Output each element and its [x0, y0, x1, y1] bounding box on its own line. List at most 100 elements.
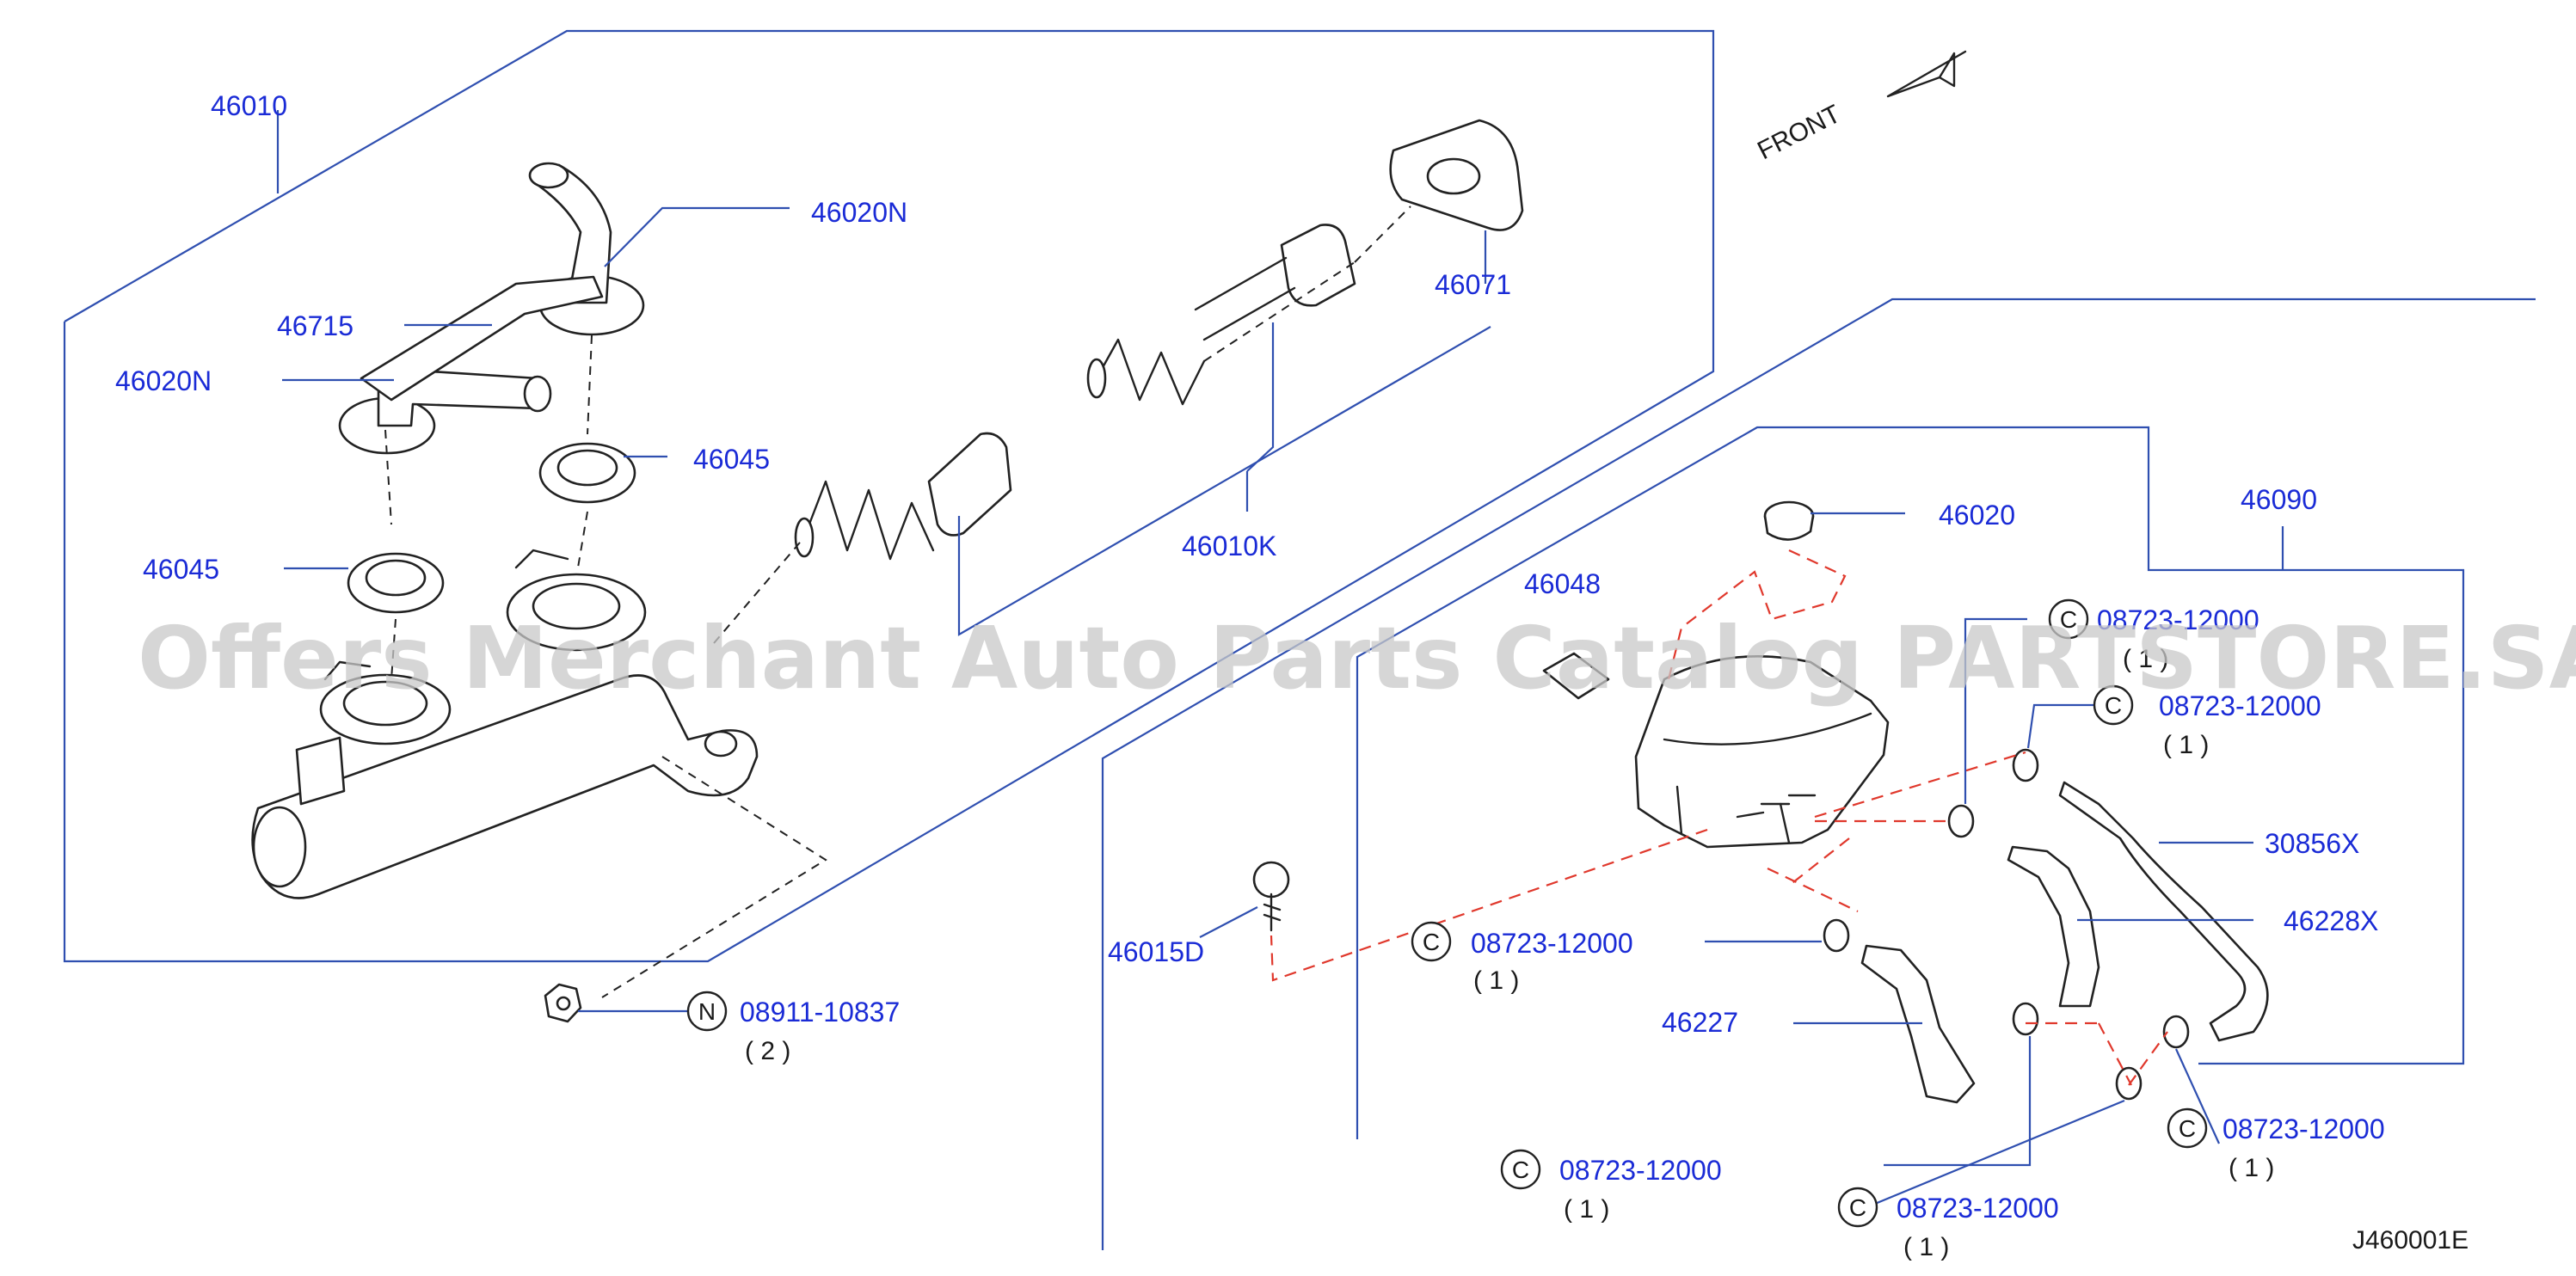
- qty-c6: ( 1 ): [1903, 1233, 1949, 1261]
- clamp-2: [1947, 804, 1975, 838]
- hose-30856x: [2058, 781, 2269, 1042]
- marker-n: [686, 991, 728, 1032]
- assembly-dashes-red: [1270, 549, 2168, 1086]
- label-46015d: 46015D: [1108, 936, 1204, 967]
- label-46020n-left: 46020N: [115, 365, 212, 396]
- boss-rear-tab: [514, 549, 569, 569]
- label-46048: 46048: [1524, 568, 1601, 599]
- label-46228x: 46228X: [2284, 905, 2378, 936]
- spring-primary-end: [794, 517, 815, 558]
- boss-front-inner: [342, 680, 428, 727]
- marker-c6-letter: C: [1849, 1194, 1866, 1221]
- reservoir-cap-side: [1763, 515, 1815, 541]
- qty-c1: ( 1 ): [2123, 645, 2168, 673]
- label-c6: 08723-12000: [1897, 1193, 2059, 1224]
- leader-lines: [276, 110, 2284, 1205]
- label-46045-right: 46045: [693, 444, 770, 475]
- front-arrow-icon: [1886, 50, 1967, 98]
- marker-c5: [2167, 1107, 2208, 1149]
- marker-c6: [1837, 1187, 1878, 1228]
- stopper-cup-inner: [1426, 157, 1481, 195]
- spring-secondary-end: [1086, 358, 1107, 399]
- leader-c6: [1874, 1099, 2125, 1205]
- assembly-dashes-left: [384, 206, 1411, 998]
- marker-c4-letter: C: [1512, 1156, 1529, 1183]
- clamp-3: [1823, 918, 1850, 953]
- marker-c2: [2093, 684, 2134, 726]
- label-46010: 46010: [211, 90, 287, 121]
- spring-secondary: [1095, 338, 1206, 406]
- hose-46228x: [2007, 845, 2100, 1008]
- hose-clamps: [1823, 748, 2190, 1101]
- label-08911: 08911-10837: [740, 997, 900, 1028]
- callout-markers: N C C C C C C: [686, 598, 2208, 1228]
- marker-c1: [2048, 598, 2089, 640]
- nut-08911-hole: [556, 996, 571, 1011]
- frame-46010: [63, 29, 1715, 963]
- spring-primary: [802, 480, 935, 561]
- screw-46015d-shank: [1263, 893, 1282, 932]
- marker-c3: [1411, 921, 1452, 962]
- label-46020: 46020: [1939, 500, 2015, 531]
- label-46020n-top: 46020N: [811, 197, 907, 228]
- label-c4: 08723-12000: [1559, 1155, 1722, 1186]
- bracket-46715: [360, 275, 604, 402]
- marker-c3-letter: C: [1423, 929, 1440, 955]
- marker-c1-letter: C: [2060, 606, 2077, 633]
- label-c2: 08723-12000: [2159, 690, 2321, 721]
- leader-46020n-top: [604, 206, 790, 267]
- leader-c4: [1884, 1036, 2032, 1167]
- diagram-code: J460001E: [2352, 1226, 2468, 1255]
- connector-46020n-left-tip: [523, 375, 552, 413]
- leader-c2: [2026, 703, 2094, 749]
- piston-secondary: [1280, 224, 1356, 307]
- label-46071: 46071: [1435, 269, 1511, 300]
- frame-46090: [1356, 426, 2465, 1139]
- cylinder-outlet: [295, 736, 346, 806]
- marker-c4: [1500, 1149, 1541, 1190]
- label-c5: 08723-12000: [2222, 1113, 2385, 1144]
- front-arrow-group: FRONT: [1753, 50, 1967, 165]
- marker-c2-letter: C: [2105, 692, 2122, 719]
- label-46715: 46715: [277, 310, 354, 341]
- label-46010k: 46010K: [1182, 531, 1276, 561]
- qty-c3: ( 1 ): [1473, 966, 1519, 995]
- qty-c5: ( 1 ): [2229, 1154, 2274, 1182]
- clamp-1: [2012, 748, 2039, 782]
- leader-46015d: [1199, 906, 1258, 938]
- watermark: Offers Merchant Auto Parts Catalog PARTS…: [138, 608, 2576, 709]
- leader-c1: [1964, 617, 2027, 804]
- master-cylinder-bore: [252, 806, 307, 888]
- label-30856x: 30856X: [2265, 828, 2359, 859]
- front-label: FRONT: [1753, 100, 1845, 165]
- reservoir-tank-rim: [1663, 712, 1872, 844]
- frames: [63, 29, 2536, 1250]
- label-46090: 46090: [2241, 484, 2317, 515]
- cylinder-port: [704, 730, 738, 758]
- clamp-6: [2115, 1066, 2143, 1101]
- qty-c2: ( 1 ): [2163, 731, 2209, 759]
- label-46045-left: 46045: [143, 554, 219, 585]
- frame-reservoir-outer: [1101, 298, 2536, 1250]
- leader-c5: [2174, 1048, 2221, 1144]
- grommet-46045-left-inner: [365, 559, 427, 597]
- piston-secondary-rod: [1194, 256, 1296, 341]
- connector-46020n-top-tip: [528, 162, 569, 189]
- clamp-4: [2012, 1002, 2039, 1036]
- label-c1: 08723-12000: [2097, 604, 2259, 635]
- reservoir-tank-46048: [1634, 655, 1890, 849]
- label-46227: 46227: [1662, 1007, 1738, 1038]
- label-c3: 08723-12000: [1471, 928, 1633, 959]
- reservoir-nipples: [1736, 794, 1817, 819]
- piston-primary: [927, 432, 1012, 537]
- reservoir-group: [1252, 500, 2269, 1104]
- screw-46015d-head: [1252, 861, 1290, 899]
- boss-rear-inner: [532, 582, 621, 630]
- marker-n-letter: N: [698, 998, 716, 1025]
- clamp-5: [2162, 1015, 2190, 1049]
- boss-front-tab: [323, 660, 372, 681]
- qty-08911: ( 2 ): [745, 1037, 790, 1065]
- leader-46010k: [957, 322, 1491, 636]
- reservoir-bracket-tab: [1542, 652, 1610, 700]
